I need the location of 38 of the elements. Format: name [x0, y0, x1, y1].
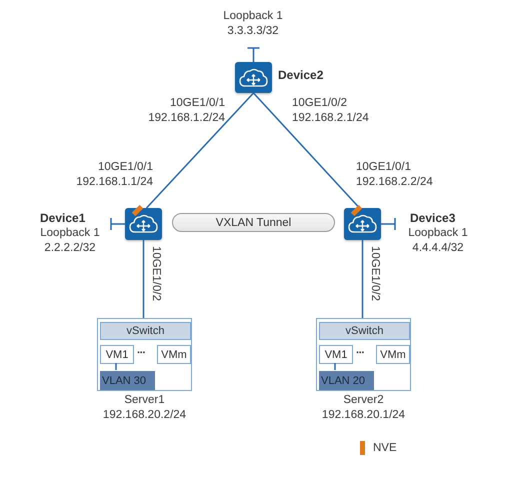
server-caption: Server2 192.168.20.1/24 — [320, 393, 406, 423]
ellipsis: ··· — [356, 347, 364, 359]
vm-box: VM1 — [319, 345, 353, 364]
device-name: Device2 — [278, 68, 324, 82]
link-line — [362, 240, 364, 318]
device-name: Device3 — [410, 211, 456, 225]
link-line — [252, 92, 360, 208]
link-line — [142, 240, 144, 318]
server-box — [97, 318, 192, 391]
interface-label: 10GE1/0/1 192.168.2.2/24 — [356, 160, 434, 190]
link-line — [146, 92, 254, 209]
link-line — [334, 363, 336, 370]
device-name: Device1 — [40, 211, 86, 225]
vm-box: VM1 — [100, 345, 134, 364]
vm-box: VMm — [376, 345, 410, 364]
legend-label: NVE — [373, 442, 397, 454]
vlan-bar: VLAN 30 — [100, 371, 155, 390]
vswitch-bar: vSwitch — [100, 322, 191, 340]
interface-label: 10GE1/0/1 192.168.1.2/24 — [147, 96, 225, 126]
vm-box: VMm — [157, 345, 191, 364]
router-box — [235, 62, 272, 93]
interface-label: 10GE1/0/2 — [150, 246, 162, 301]
loopback-address: Loopback 1 2.2.2.2/32 — [39, 226, 101, 256]
tunnel-pipe — [172, 213, 335, 232]
router-box — [125, 208, 162, 240]
server-caption: Server1 192.168.20.2/24 — [102, 393, 188, 423]
interface-label: 10GE1/0/2 — [369, 246, 381, 301]
tunnel-label: VXLAN Tunnel — [216, 216, 292, 228]
loopback-address: Loopback 1 3.3.3.3/32 — [222, 9, 284, 39]
loopback-address: Loopback 1 4.4.4.4/32 — [407, 226, 469, 256]
vswitch-bar: vSwitch — [319, 322, 410, 340]
vlan-bar: VLAN 20 — [319, 371, 374, 390]
ellipsis: ··· — [137, 347, 145, 359]
server-box — [316, 318, 411, 391]
link-line — [115, 363, 117, 370]
router-box — [344, 208, 381, 240]
interface-label: 10GE1/0/2 192.168.2.1/24 — [292, 96, 370, 126]
interface-label: 10GE1/0/1 192.168.1.1/24 — [75, 160, 153, 190]
